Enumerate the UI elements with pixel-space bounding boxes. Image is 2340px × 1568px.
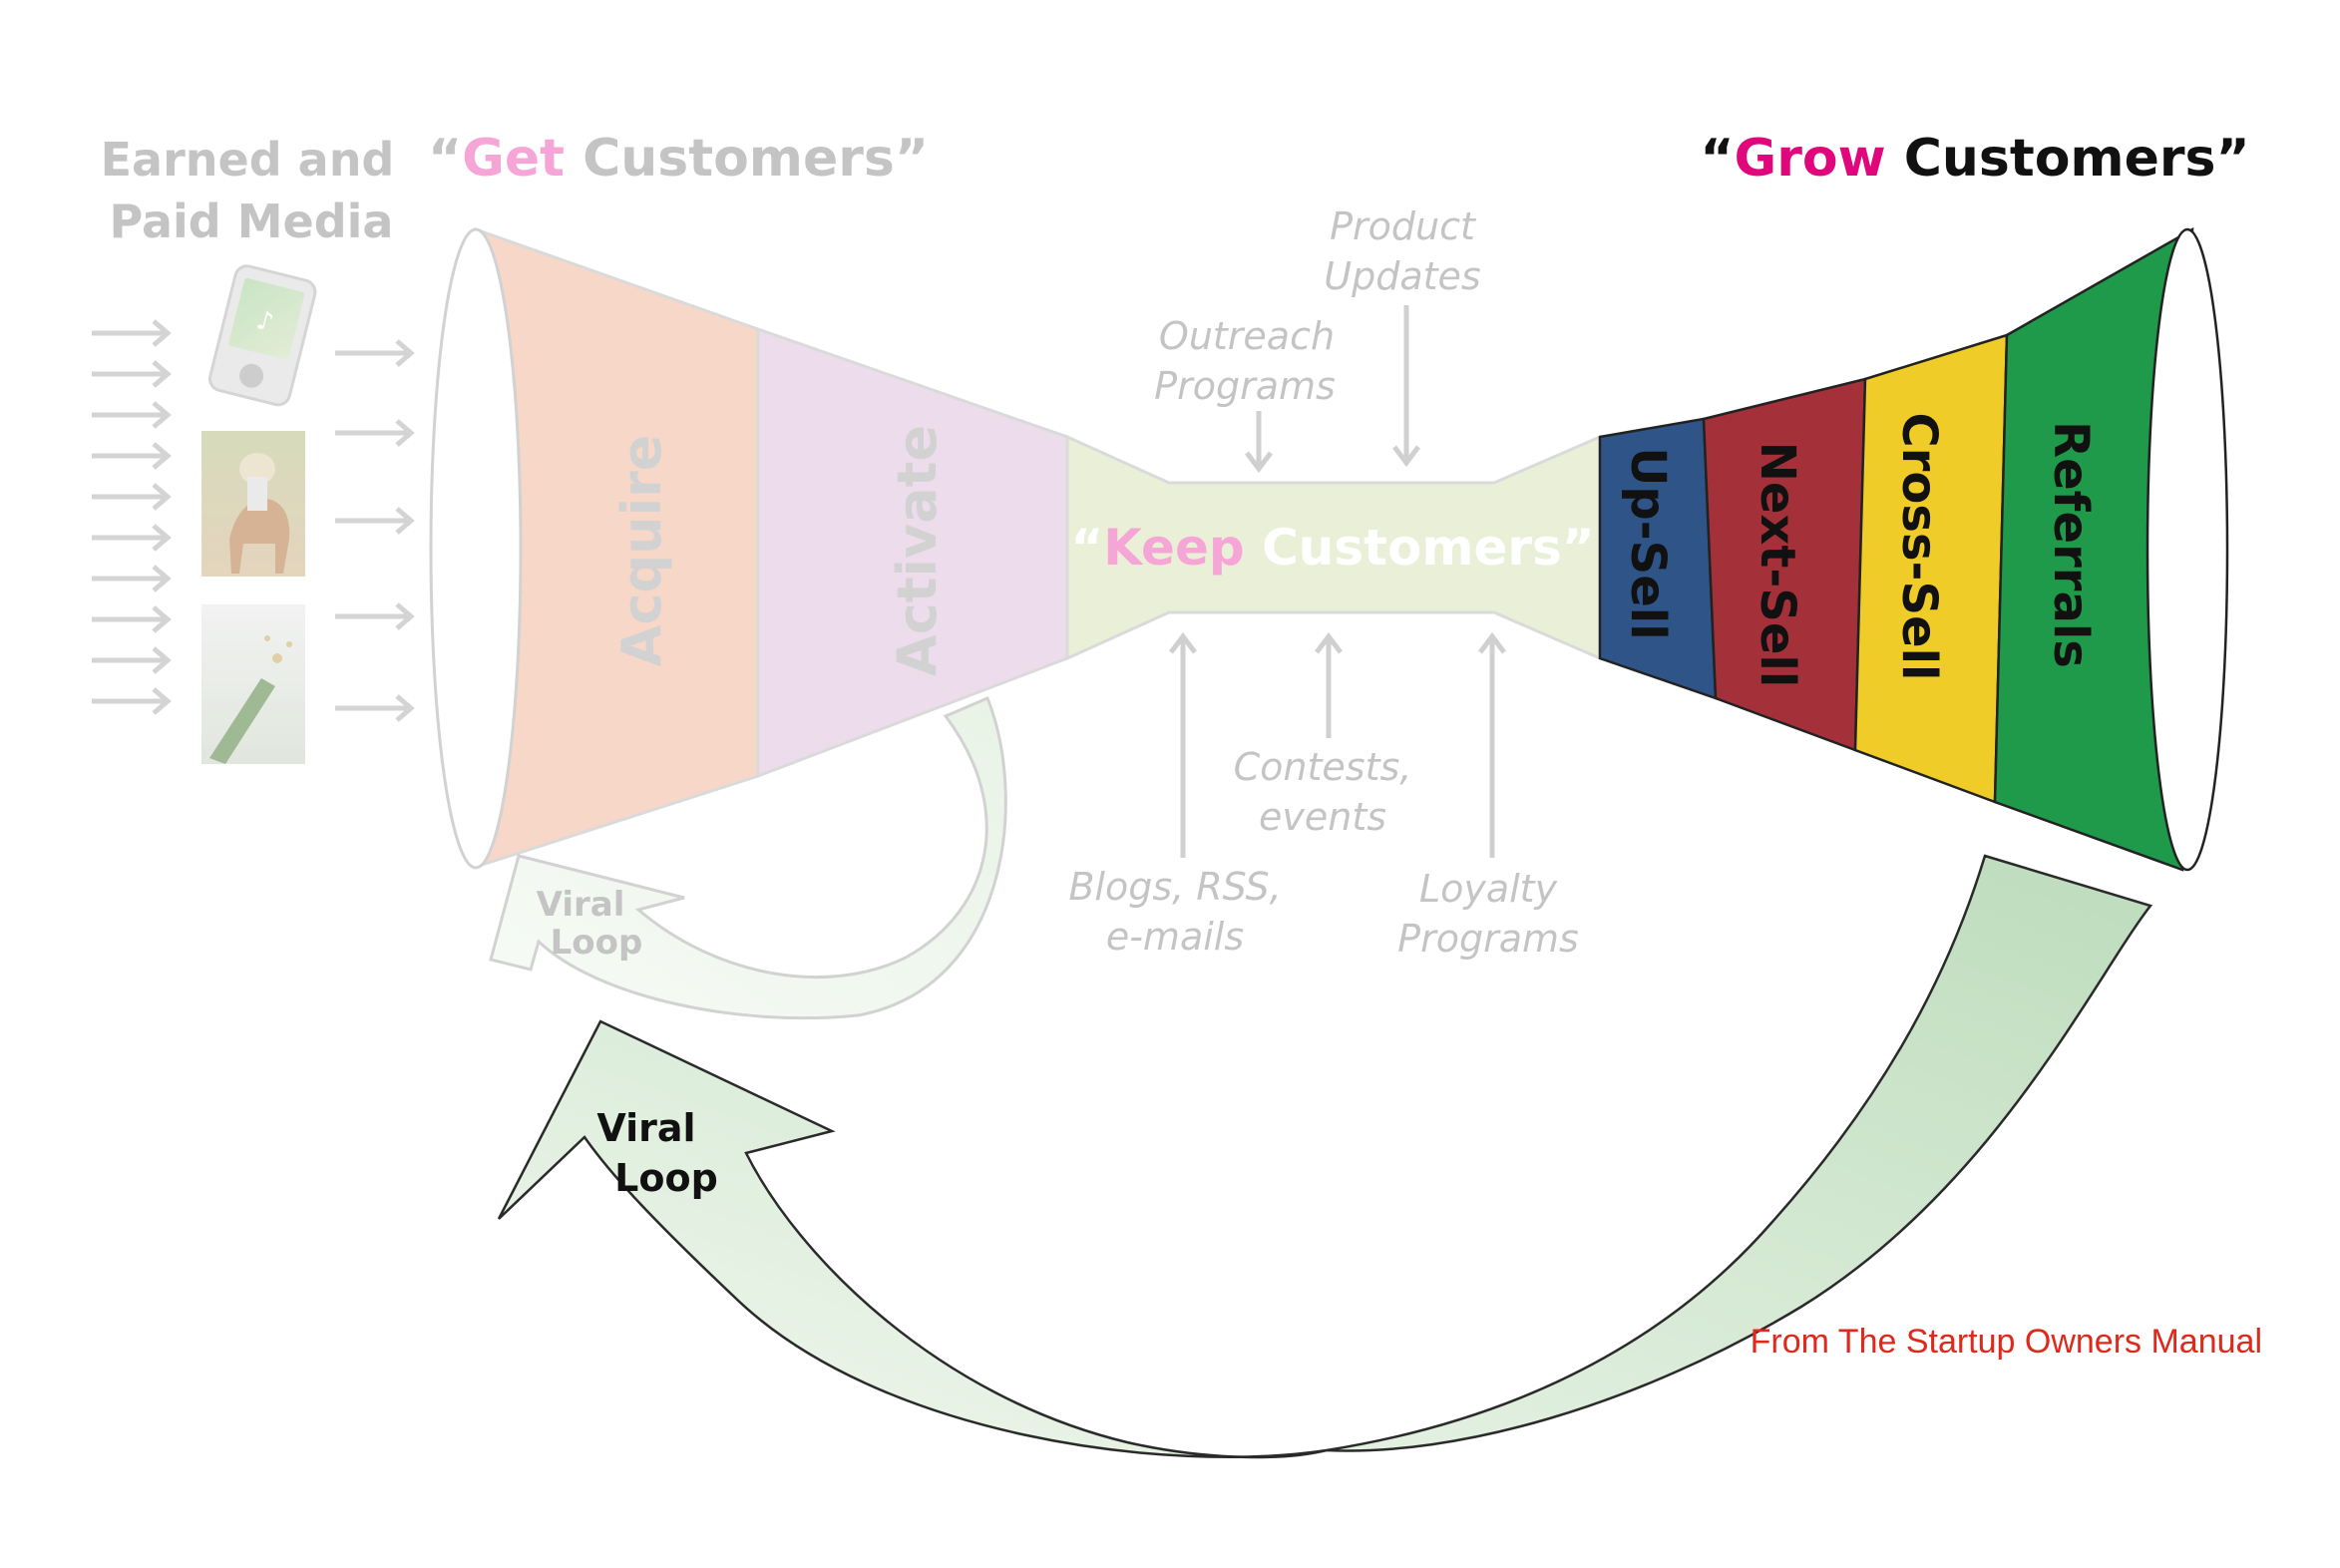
loyalty-label-line2: Programs — [1397, 917, 1579, 961]
outreach-label-line1: Outreach — [1159, 314, 1335, 358]
input-arrow — [92, 401, 172, 429]
source-credit: From The Startup Owners Manual — [1751, 1323, 2262, 1361]
media-images: ♪ — [201, 264, 317, 764]
input-arrow — [92, 524, 172, 552]
contests-label-line1: Contests, — [1234, 745, 1412, 789]
funnel-mouth-right — [2145, 227, 2229, 872]
svg-text:♪: ♪ — [253, 305, 276, 338]
outreach-label-line2: Programs — [1154, 364, 1336, 408]
funnel-mouth-left — [429, 227, 523, 870]
product-updates-arrow — [1392, 305, 1420, 468]
media-input-arrows — [92, 319, 415, 722]
blogs-arrow — [1169, 631, 1197, 858]
media-to-funnel-arrow — [335, 419, 415, 447]
grow-customers-heading: “Grow Customers” — [1700, 129, 2249, 189]
stage-label-upsell: Up-Sell — [1620, 447, 1676, 639]
outreach-arrow — [1245, 411, 1273, 474]
small-viral-label-line1: Viral — [537, 885, 625, 925]
loyalty-label-line1: Loyalty — [1419, 867, 1558, 911]
input-arrow — [92, 442, 172, 470]
stage-label-activate: Activate — [886, 425, 949, 676]
input-arrow — [92, 360, 172, 388]
input-arrow — [92, 483, 172, 511]
stage-label-acquire: Acquire — [610, 435, 673, 667]
large-viral-loop-arrow — [497, 854, 2153, 1459]
music-player-image: ♪ — [207, 264, 317, 407]
get-customers-heading: “Get Customers” — [428, 129, 929, 189]
stage-label-referrals: Referrals — [2043, 421, 2099, 668]
input-arrow — [92, 646, 172, 674]
referrals-band — [1993, 226, 2194, 872]
large-viral-label-line2: Loop — [614, 1156, 718, 1200]
media-title-line1: Earned and — [101, 133, 395, 187]
stage-label-crosssell: Cross-Sell — [1891, 413, 1947, 681]
small-viral-label-line2: Loop — [551, 923, 643, 963]
keep-customers-heading: “Keep Customers” — [1070, 519, 1594, 577]
input-arrow — [92, 605, 172, 633]
get-customers-funnel — [429, 226, 1069, 870]
contests-arrow — [1315, 631, 1343, 738]
horse-rider-image — [201, 431, 305, 577]
media-to-funnel-arrow — [335, 602, 415, 630]
contests-label-line2: events — [1259, 795, 1386, 839]
media-to-funnel-arrow — [335, 694, 415, 722]
large-viral-label-line1: Viral — [596, 1106, 695, 1150]
champagne-bottle-image — [201, 604, 305, 764]
product-updates-label-line1: Product — [1330, 204, 1477, 248]
blogs-label-line2: e-mails — [1106, 915, 1244, 959]
media-to-funnel-arrow — [335, 507, 415, 535]
input-arrow — [92, 687, 172, 715]
keep-input-arrows — [1169, 305, 1506, 858]
input-arrow — [92, 565, 172, 592]
stage-label-nextsell: Next-Sell — [1750, 442, 1805, 688]
blogs-label-line1: Blogs, RSS, — [1068, 865, 1281, 909]
product-updates-label-line2: Updates — [1324, 254, 1480, 298]
media-title-line2: Paid Media — [110, 195, 394, 248]
loyalty-arrow — [1478, 631, 1506, 858]
media-to-funnel-arrow — [335, 339, 415, 367]
input-arrow — [92, 319, 172, 347]
small-viral-loop-arrow — [489, 696, 1007, 1020]
grow-customers-funnel — [1598, 226, 2229, 872]
